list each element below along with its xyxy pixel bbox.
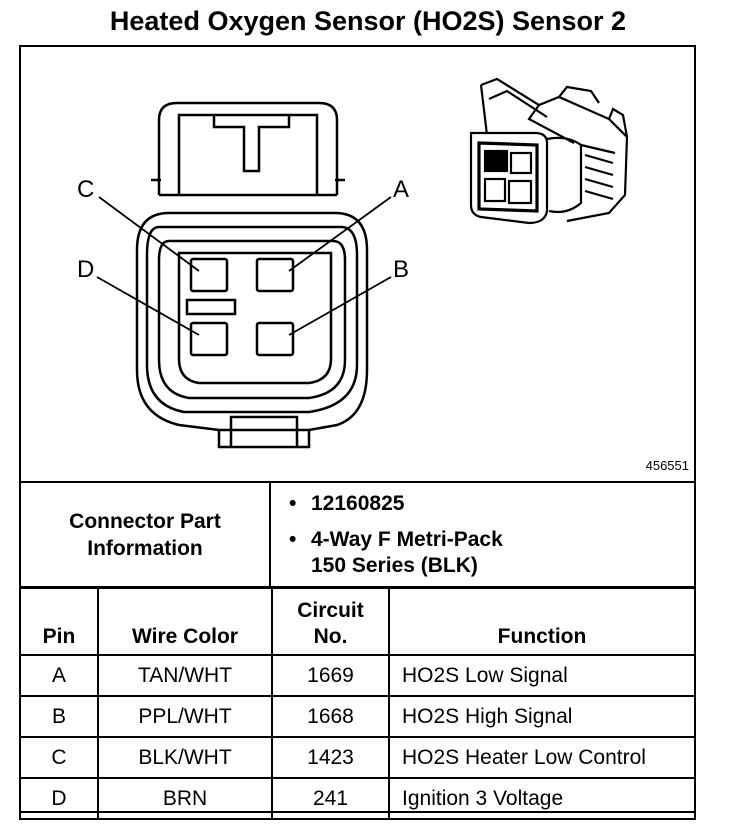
- pin-d-label: D: [77, 256, 94, 283]
- table-row: A TAN/WHT 1669 HO2S Low Signal: [19, 654, 696, 697]
- pin-c-leader: [98, 196, 200, 272]
- pin-c-label: C: [77, 176, 94, 203]
- header-wire-color: Wire Color: [97, 586, 273, 656]
- figure-number: 456551: [645, 458, 689, 473]
- connector-description: •4-Way F Metri-Pack: [289, 528, 503, 551]
- pin-table: Pin Wire Color Circuit No. Function A TA…: [19, 586, 696, 820]
- connector-part-table: Connector Part Information •12160825 •4-…: [19, 481, 696, 589]
- pin-d-cavity: [189, 321, 229, 357]
- part-number: •12160825: [289, 492, 405, 515]
- connector-part-value: •12160825 •4-Way F Metri-Pack 150 Series…: [269, 481, 696, 589]
- pin-a-leader: [288, 196, 392, 272]
- table-row: D BRN 241 Ignition 3 Voltage: [19, 777, 696, 820]
- table-row: B PPL/WHT 1668 HO2S High Signal: [19, 695, 696, 738]
- header-circuit: Circuit No.: [271, 586, 390, 656]
- header-pin: Pin: [19, 586, 99, 656]
- connector-latch: [157, 101, 339, 195]
- pin-d-leader: [96, 276, 200, 336]
- connector-part-label: Connector Part Information: [19, 481, 271, 589]
- connector-isometric-view: [469, 77, 629, 225]
- table-row: C BLK/WHT 1423 HO2S Heater Low Control: [19, 736, 696, 779]
- pin-a-cavity: [255, 257, 295, 293]
- pin-c-cavity: [189, 257, 229, 293]
- pin-b-leader: [288, 276, 392, 336]
- header-function: Function: [388, 586, 696, 656]
- pin-a-label: A: [393, 176, 409, 203]
- pin-b-label: B: [393, 256, 409, 283]
- page-title: Heated Oxygen Sensor (HO2S) Sensor 2: [109, 6, 627, 36]
- connector-body-outer: [135, 211, 369, 432]
- pin-b-cavity: [255, 321, 295, 357]
- connector-diagram: C A D B: [77, 77, 629, 449]
